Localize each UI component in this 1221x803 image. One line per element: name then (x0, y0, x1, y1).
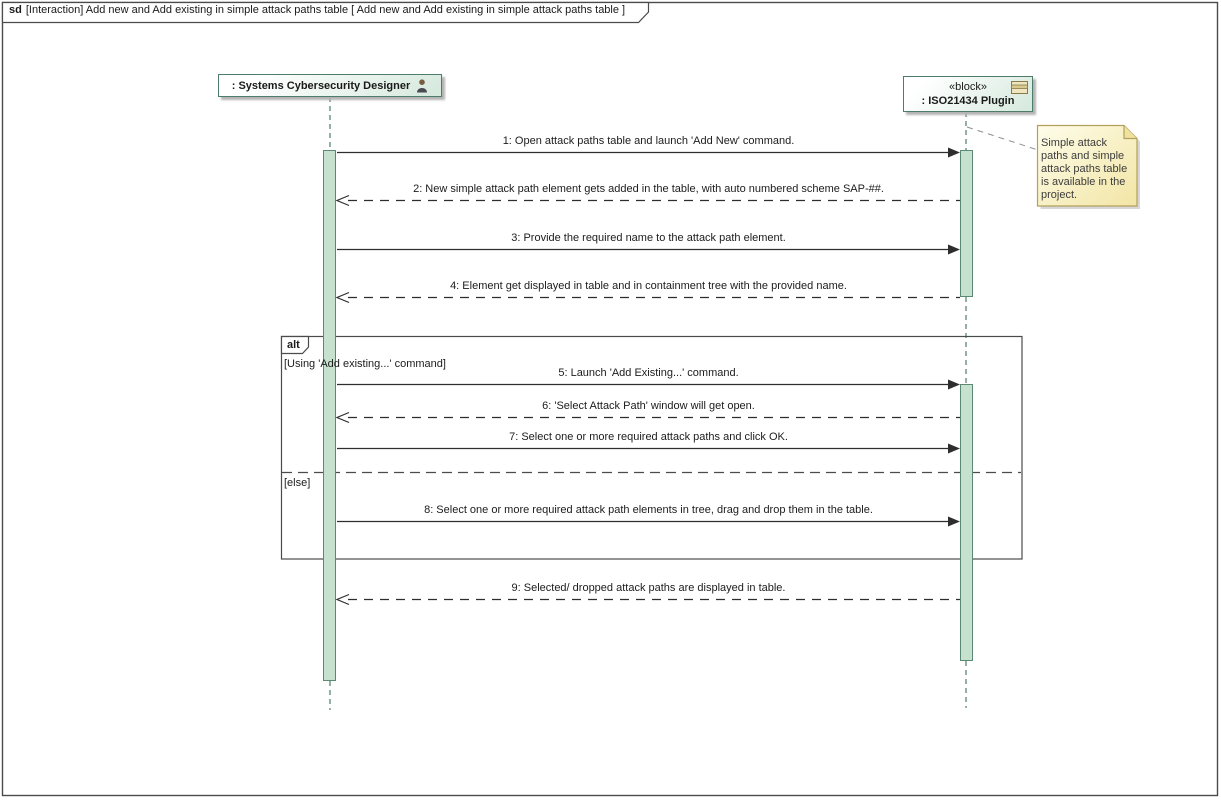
lifeline-plugin-stereotype: «block» (949, 81, 987, 93)
lifeline-plugin-label: : ISO21434 Plugin (921, 95, 1015, 107)
message-7-label[interactable]: 7: Select one or more required attack pa… (509, 431, 788, 443)
note-anchor-line[interactable] (966, 126, 1039, 151)
activation-designer[interactable] (323, 150, 336, 681)
alt-guard-primary[interactable]: [Using 'Add existing...' command] (284, 358, 446, 370)
message-3-label[interactable]: 3: Provide the required name to the atta… (511, 232, 786, 244)
alt-operator-label[interactable]: alt (287, 339, 300, 351)
message-9-arrowhead (335, 593, 350, 606)
note-shape[interactable] (1036, 124, 1138, 207)
lifeline-designer-label: : Systems Cybersecurity Designer (231, 79, 411, 92)
message-8-label[interactable]: 8: Select one or more required attack pa… (424, 504, 873, 516)
note-fold-corner (1123, 125, 1137, 140)
alt-guard-else[interactable]: [else] (284, 477, 311, 489)
alt-operator-pentagon[interactable] (280, 335, 310, 355)
note-text[interactable]: Simple attack paths and simple attack pa… (1041, 137, 1128, 201)
block-icon (1011, 81, 1028, 98)
diagram-title: sd[Interaction] Add new and Add existing… (9, 4, 625, 16)
diagram-title-text: [Interaction] Add new and Add existing i… (25, 4, 626, 16)
activation-plugin-1[interactable] (960, 150, 973, 297)
message-4-label[interactable]: 4: Element get displayed in table and in… (450, 280, 847, 292)
diagram-title-pentagon[interactable] (1, 1, 650, 24)
actor-icon (416, 78, 428, 93)
message-4-arrowhead (335, 291, 350, 304)
message-2-arrowhead (335, 194, 350, 207)
message-3-arrowhead (948, 244, 960, 255)
message-7-arrowhead (948, 443, 960, 454)
message-1-arrowhead (948, 147, 960, 158)
lifeline-head-plugin[interactable]: «block» : ISO21434 Plugin (903, 76, 1033, 112)
alt-fragment-border[interactable] (280, 335, 1023, 560)
message-1-label[interactable]: 1: Open attack paths table and launch 'A… (502, 135, 795, 147)
diagram-kind-label: sd (9, 4, 22, 16)
message-6-label[interactable]: 6: 'Select Attack Path' window will get … (542, 400, 755, 412)
message-2-label[interactable]: 2: New simple attack path element gets a… (413, 183, 884, 195)
activation-plugin-2[interactable] (960, 384, 973, 661)
message-6-arrowhead (335, 411, 350, 424)
message-5-label[interactable]: 5: Launch 'Add Existing...' command. (558, 367, 739, 379)
message-9-label[interactable]: 9: Selected/ dropped attack paths are di… (511, 582, 786, 594)
message-8-arrowhead (948, 516, 960, 527)
message-5-arrowhead (948, 379, 960, 390)
lifeline-head-designer[interactable]: : Systems Cybersecurity Designer (218, 74, 442, 97)
